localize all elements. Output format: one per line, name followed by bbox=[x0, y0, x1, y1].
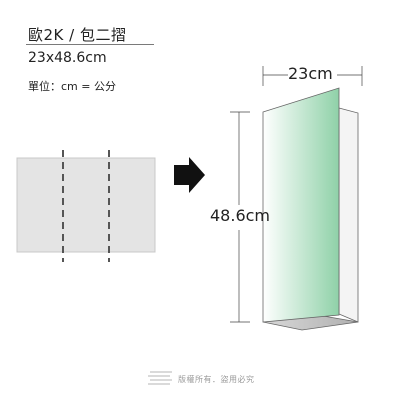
unit-note: 單位：cm = 公分 bbox=[28, 80, 116, 93]
width-dimension bbox=[262, 66, 363, 86]
flat-sheet bbox=[16, 150, 156, 262]
back-panel bbox=[338, 107, 359, 323]
height-label: 48.6cm bbox=[210, 206, 271, 225]
product-size: 23x48.6cm bbox=[28, 50, 107, 66]
arrow-right-icon bbox=[174, 157, 205, 193]
product-title: 歐2K / 包二摺 bbox=[28, 26, 127, 44]
copyright-text: 版權所有．盜用必究 bbox=[178, 375, 255, 384]
front-panel bbox=[262, 87, 340, 323]
stripes-logo-icon bbox=[148, 371, 172, 385]
folded-brochure bbox=[262, 87, 359, 331]
width-label: 23cm bbox=[288, 64, 333, 83]
sheet-body bbox=[16, 157, 156, 253]
title-divider bbox=[26, 44, 154, 45]
height-dimension bbox=[230, 111, 250, 323]
